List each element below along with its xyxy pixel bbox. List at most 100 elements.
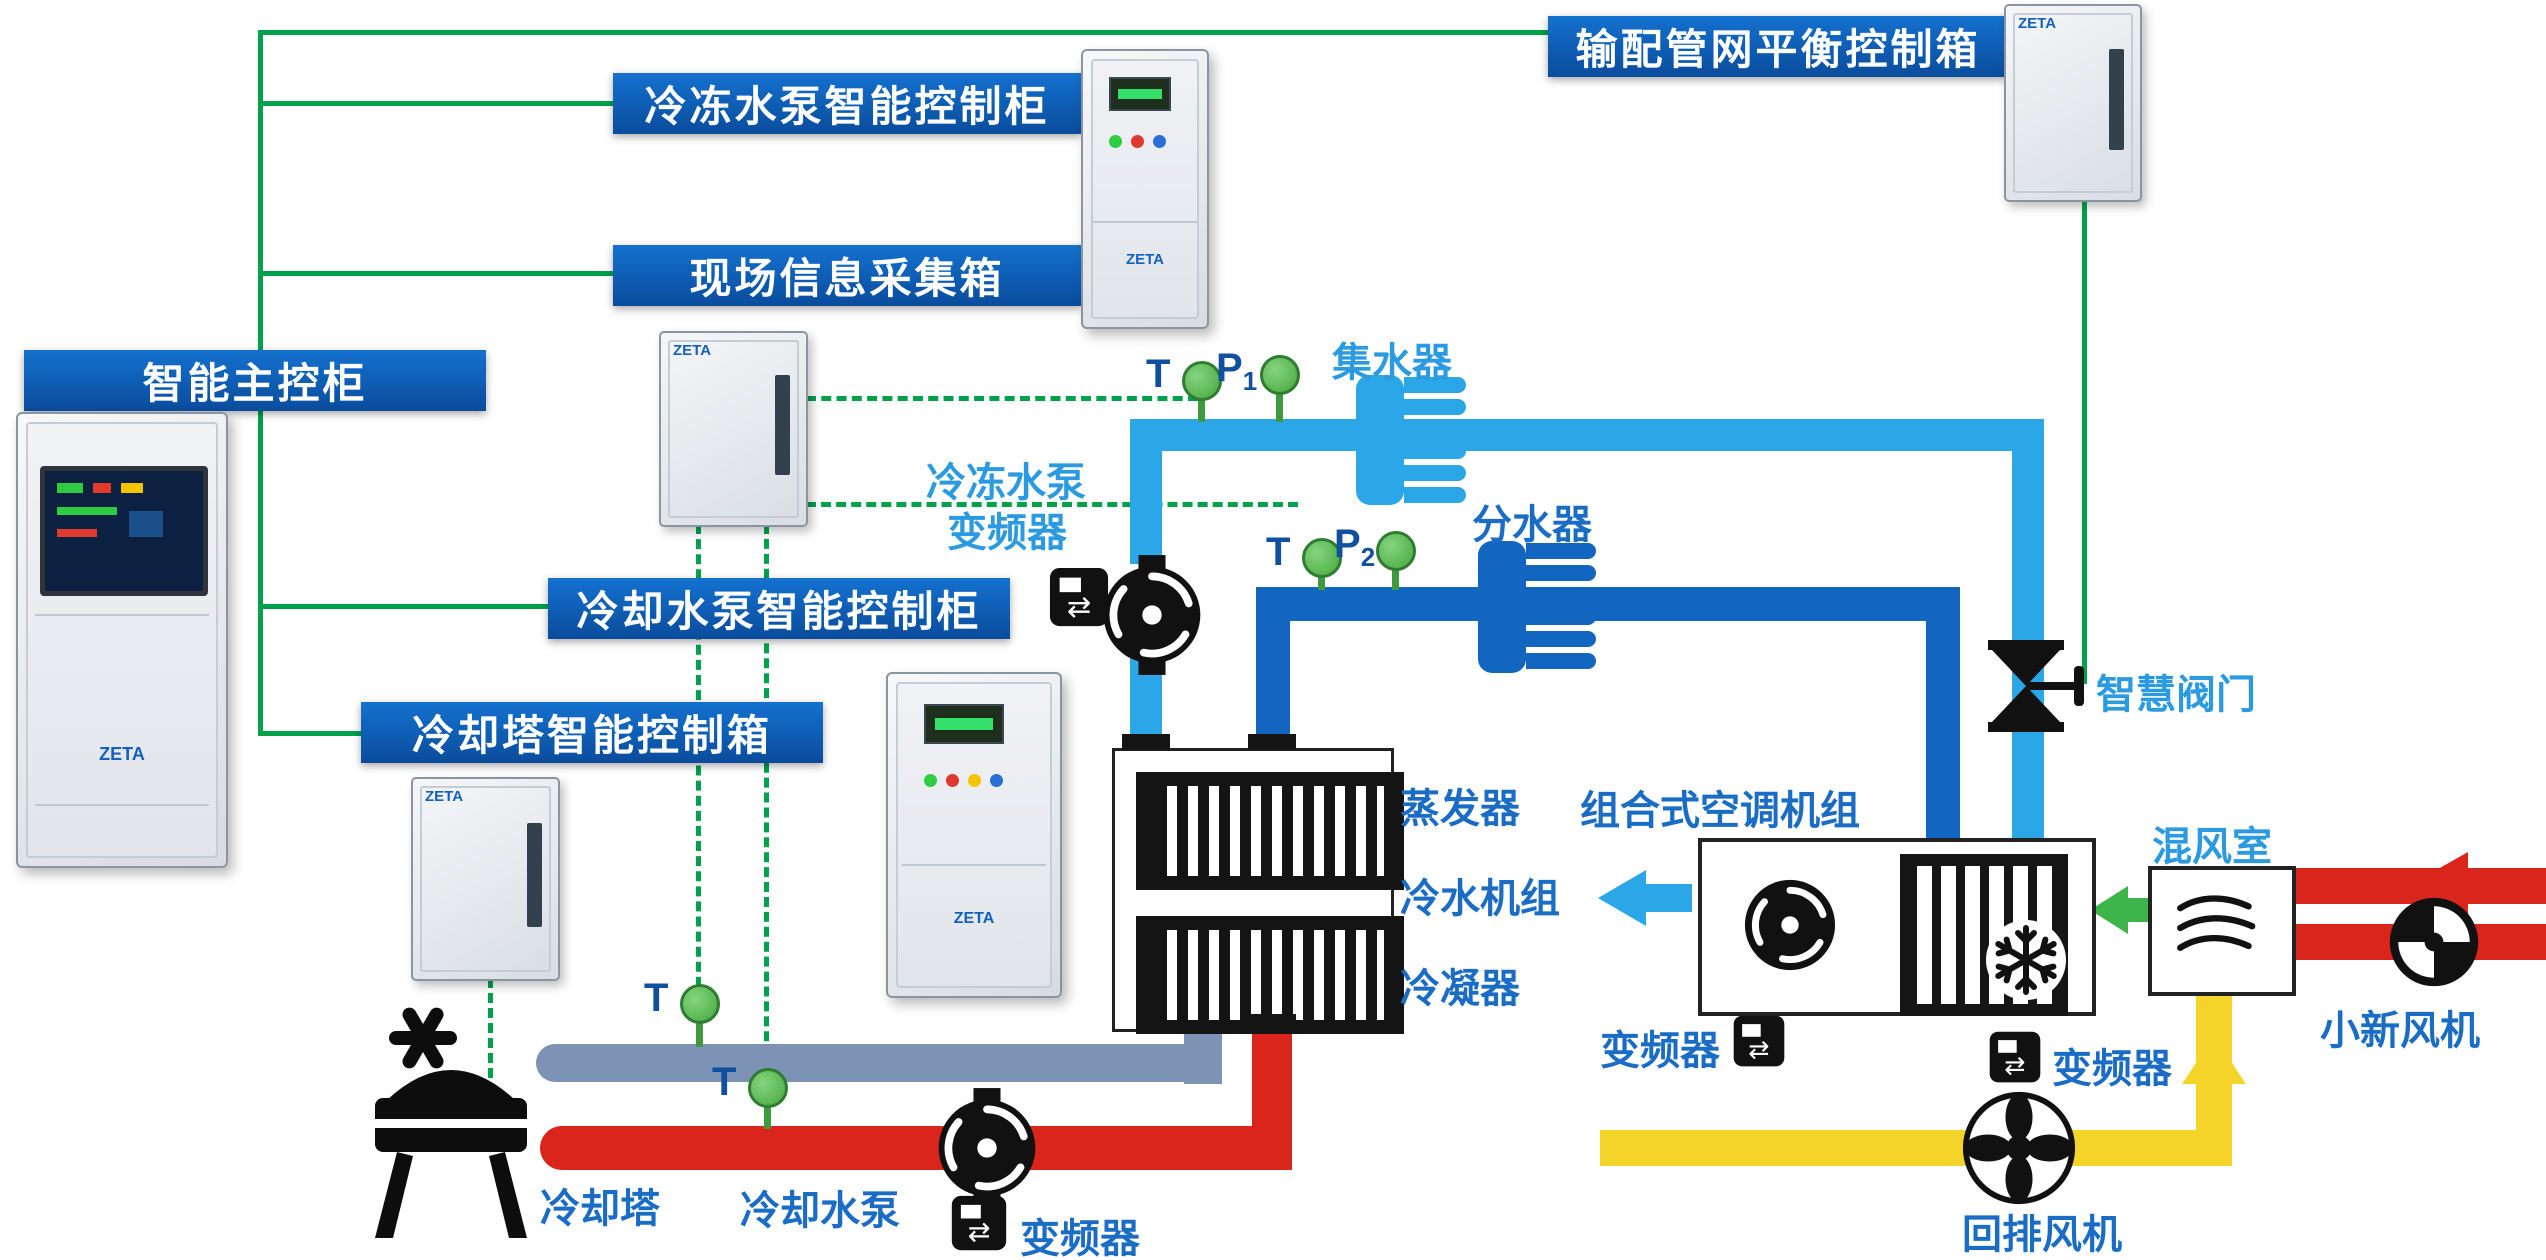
label-return-fan: 回排风机 (1962, 1213, 2122, 1257)
air-swirl-icon (2177, 895, 2256, 951)
label-sensor-p1: P1 (1216, 346, 1258, 396)
banner-field-info-box: 现场信息采集箱 (613, 245, 1081, 306)
cabinet-indicators (924, 774, 1003, 787)
ahu-fan-icon (1744, 879, 1836, 971)
svg-text:⇄: ⇄ (968, 1216, 991, 1247)
brand-logo: ZETA (953, 910, 995, 927)
collector-stub (1404, 487, 1466, 503)
banner-distribution-network: 输配管网平衡控制箱 (1548, 16, 2008, 77)
temperature-sensor-t2 (1302, 538, 1342, 578)
banner-text: 冷冻水泵智能控制柜 (644, 83, 1050, 130)
chilled-pipe-collector-right (1404, 419, 2044, 451)
label-cooling-tower: 冷却塔 (540, 1187, 660, 1231)
sensor-stem (1198, 396, 1205, 422)
return-air-duct-h (1600, 1130, 2232, 1166)
vfd-icon-chilled-pump: ⇄ (1049, 567, 1109, 627)
cabinet-indicators (1109, 135, 1166, 148)
banner-text: 冷却水泵智能控制柜 (576, 588, 982, 635)
wallbox-door (420, 786, 551, 972)
wallbox-door (668, 340, 799, 518)
chilled-water-pump-icon (1103, 555, 1201, 675)
svg-text:⇄: ⇄ (1067, 591, 1091, 623)
main-cabinet-screen (40, 466, 208, 596)
brand-logo: ZETA (425, 788, 464, 805)
brand-logo: ZETA (1125, 251, 1165, 268)
label-distributor: 分水器 (1472, 503, 1592, 547)
label-sensor-t4: T (712, 1060, 737, 1104)
banner-text: 冷却塔智能控制箱 (411, 712, 772, 759)
comm-line-cooling-tower (258, 731, 361, 736)
chilled-pipe-collector-left (1130, 419, 1356, 451)
banner-cooling-tower-box: 冷却塔智能控制箱 (361, 702, 823, 763)
distributor-stub (1526, 631, 1596, 647)
label-evaporator: 蒸发器 (1400, 787, 1520, 831)
return-airflow-arrow (2182, 1036, 2246, 1084)
sensor-stem (1392, 566, 1399, 590)
cabinet-divider (901, 864, 1047, 866)
distributor-manifold (1478, 541, 1526, 673)
condenser-unit (1136, 916, 1404, 1034)
cabinet-display (1109, 77, 1171, 111)
supply-air-arrow-tail (1646, 884, 1692, 912)
mixed-air-arrow (2090, 886, 2128, 934)
label-fresh-air-fan: 小新风机 (2320, 1009, 2480, 1053)
chilled-pipe-pump-top (1130, 419, 1162, 564)
snowflake-icon (1986, 920, 2066, 1000)
banner-text: 现场信息采集箱 (689, 255, 1005, 302)
wallbox-display-slot (527, 823, 542, 927)
collector-stub (1404, 377, 1466, 393)
label-mixing-room: 混风室 (2152, 825, 2272, 869)
cooling-pipe-main (536, 1044, 1222, 1082)
return-fan-icon (1962, 1091, 2076, 1205)
return-pipe-distributor-right (1526, 587, 1960, 621)
vfd-icon-cooling-pump: ⇄ (951, 1195, 1007, 1251)
sensor-stem (1318, 571, 1325, 590)
signal-line-t3 (696, 524, 701, 1002)
distributor-stub (1526, 565, 1596, 581)
label-smart-valve: 智慧阀门 (2096, 673, 2256, 717)
cabinet-divider (34, 804, 210, 806)
condenser-pipe-main (540, 1126, 1292, 1170)
signal-line-tower (488, 978, 493, 1138)
chilled-pipe-riser-right (2012, 419, 2044, 838)
comm-line-chilled-pump (258, 101, 613, 106)
signal-line-t4 (764, 524, 769, 1086)
label-chilled-pump-vfd: 变频器 (947, 511, 1067, 555)
sensor-stem (1276, 390, 1283, 422)
chiller-bottom-flange (1248, 1014, 1296, 1030)
evaporator-unit (1136, 772, 1404, 890)
label-sensor-t3: T (644, 976, 669, 1020)
control-cabinet-cooling-pump: ZETA (886, 672, 1062, 998)
comm-line-field-info (258, 271, 613, 276)
sensor-stem (696, 1019, 703, 1047)
supply-air-arrow (1598, 870, 1646, 926)
wallbox-display-slot (775, 375, 790, 476)
sensor-stem (764, 1103, 771, 1129)
brand-logo: ZETA (2018, 15, 2057, 32)
temperature-sensor-t1 (1182, 361, 1222, 401)
cooling-pipe-riser (1184, 1026, 1222, 1084)
chiller-top-flange-return (1248, 734, 1296, 750)
banner-chilled-pump-cabinet: 冷冻水泵智能控制柜 (613, 73, 1081, 134)
fresh-air-fan-icon (2389, 897, 2479, 987)
wallbox-door (2013, 13, 2133, 193)
temperature-sensor-t3 (680, 984, 720, 1024)
return-pipe-riser-right (1926, 587, 1960, 838)
svg-text:⇄: ⇄ (2004, 1052, 2025, 1080)
distributor-stub (1526, 587, 1596, 603)
mixing-room-box (2148, 866, 2296, 996)
banner-cooling-pump-cabinet: 冷却水泵智能控制柜 (548, 578, 1010, 639)
label-return-fan-vfd: 变频器 (2052, 1047, 2172, 1091)
cabinet-display (924, 704, 1004, 744)
banner-main-control-cabinet: 智能主控柜 (24, 350, 486, 411)
comm-line-cooling-pump (258, 604, 548, 609)
label-collector: 集水器 (1332, 341, 1452, 385)
vfd-icon-return-fan: ⇄ (1989, 1031, 2041, 1083)
label-ahu-vfd: 变频器 (1600, 1029, 1720, 1073)
cooling-water-pump-icon (938, 1088, 1036, 1208)
brand-logo: ZETA (99, 744, 145, 764)
collector-stub (1404, 399, 1466, 415)
condenser-pipe-riser (1252, 1016, 1292, 1126)
control-cabinet-chilled-pump: ZETA (1081, 49, 1209, 329)
